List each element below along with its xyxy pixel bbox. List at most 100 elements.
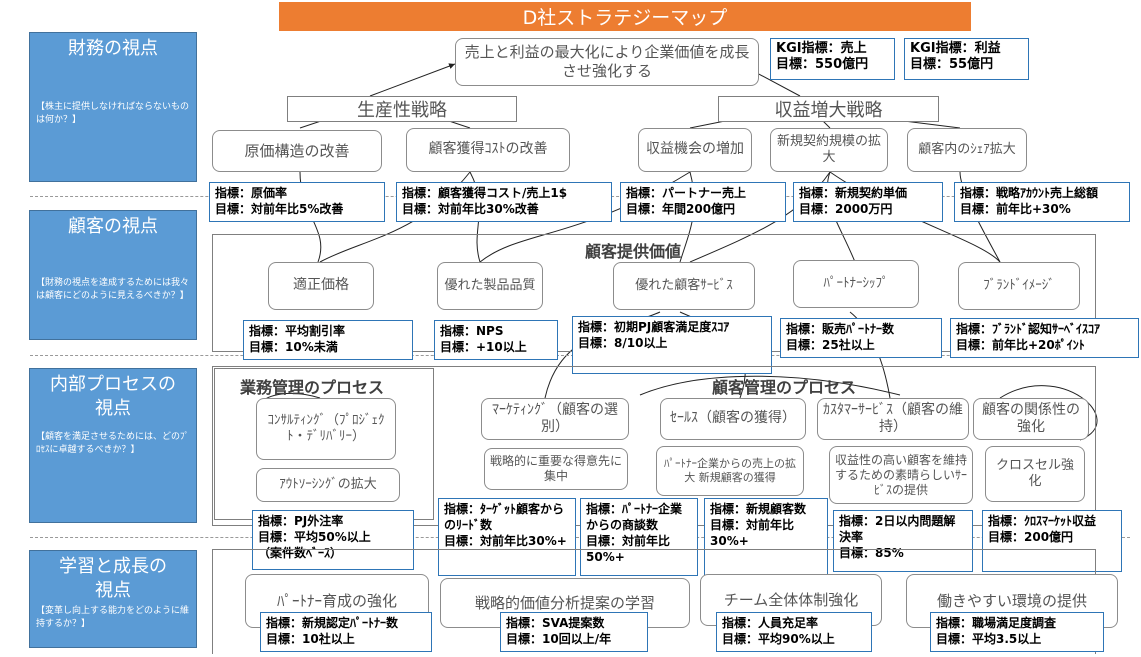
process-item: ｱｳﾄｿｰｼﾝｸﾞの拡大: [256, 468, 400, 502]
strategy-productivity: 生産性戦略: [287, 96, 517, 122]
kpi-indicator: 指標：戦略ｱｶｳﾝﾄ売上総額: [960, 186, 1099, 200]
kpi-box: 指標：PJ外注率 目標：平均50%以上 （案件数ﾍﾞｰｽ）: [252, 510, 414, 570]
kpi-box: 指標：新規認定ﾊﾟｰﾄﾅｰ数 目標：10社以上: [260, 612, 432, 652]
learning-item: 戦略的価値分析提案の学習: [440, 578, 690, 628]
kpi-target: 目標：年間200億円: [626, 202, 736, 216]
kpi-indicator: 指標：PJ外注率: [258, 514, 344, 528]
kgi-box: KGI指標：利益 目標：55億円: [904, 38, 1029, 80]
kpi-target: 目標：対前年比30%+: [444, 534, 567, 548]
kpi-box: 指標：2日以内問題解決率 目標：85%: [833, 510, 973, 572]
kpi-box: 指標：新規契約単価 目標：2000万円: [793, 182, 943, 222]
kpi-target: 目標：200億円: [988, 530, 1074, 544]
kpi-target: 目標：10回以上/年: [506, 632, 612, 646]
kpi-indicator: 指標：販売ﾊﾟｰﾄﾅｰ数: [786, 322, 895, 336]
kpi-target: 目標：対前年比30%改善: [402, 202, 539, 216]
kpi-target: 目標：前年比+30%: [960, 202, 1071, 216]
perspective-financial: 財務の視点 【株主に提供しなければならないものは何か？】: [29, 32, 197, 182]
map-title: D社ストラテジーマップ: [279, 2, 971, 31]
perspective-question: 【財務の視点を達成するためには我々は顧客にどのように見えるべきか？】: [36, 278, 190, 301]
kpi-box: 指標：パートナー売上 目標：年間200億円: [620, 182, 786, 222]
perspective-question: 【変革し向上する能力をどのように維持するか？】: [36, 606, 190, 629]
kpi-indicator: 指標：SVA提案数: [506, 616, 605, 630]
process-head: ﾏｰｹﾃｨﾝｸﾞ（顧客の選別）: [481, 398, 629, 440]
objective: 新規契約規模の拡大: [770, 128, 888, 172]
kpi-indicator: 指標：2日以内問題解決率: [839, 514, 956, 544]
perspective-customer: 顧客の視点 【財務の視点を達成するためには我々は顧客にどのように見えるべきか？】: [29, 210, 197, 340]
perspective-name: 学習と成長の視点: [59, 556, 167, 601]
kgi-target: 目標：550億円: [776, 57, 869, 72]
kpi-box: 指標：戦略ｱｶｳﾝﾄ売上総額 目標：前年比+30%: [954, 182, 1130, 222]
kpi-indicator: 指標：初期PJ顧客満足度ｽｺｱ: [578, 320, 730, 334]
kpi-indicator: 指標：ﾀｰｹﾞｯﾄ顧客からのﾘｰﾄﾞ数: [444, 502, 565, 532]
process-item: ﾊﾟｰﾄﾅｰ企業からの売上の拡大 新規顧客の獲得: [656, 446, 804, 496]
strategy-revenue-growth: 収益増大戦略: [718, 96, 939, 122]
kpi-target: 目標：対前年比5%改善: [215, 202, 344, 216]
kpi-target: 目標：前年比+20ﾎﾟｲﾝﾄ: [956, 338, 1085, 352]
process-head: 顧客の関係性の強化: [973, 398, 1089, 440]
customer-value: 優れた顧客ｻｰﾋﾞｽ: [613, 262, 755, 310]
perspective-name: 財務の視点: [68, 38, 158, 59]
objective: 顧客内のｼｪｱ拡大: [907, 128, 1027, 172]
perspective-question: 【株主に提供しなければならないものは何か？】: [36, 102, 190, 125]
kpi-indicator: 指標：NPS: [440, 324, 504, 338]
kpi-box: 指標：販売ﾊﾟｰﾄﾅｰ数 目標：25社以上: [780, 318, 942, 358]
section-title: 顧客提供価値: [584, 242, 681, 261]
kpi-indicator: 指標：人員充足率: [722, 616, 819, 630]
kpi-box: 指標：職場満足度調査 目標：平均3.5以上: [930, 612, 1104, 652]
kgi-indicator: KGI指標：利益: [910, 41, 1001, 56]
financial-goal: 売上と利益の最大化により企業価値を成長させ強化する: [455, 38, 759, 86]
kpi-indicator: 指標：顧客獲得コスト/売上1$: [402, 186, 568, 200]
kpi-target: 目標：10社以上: [266, 632, 355, 646]
kgi-indicator: KGI指標：売上: [776, 41, 867, 56]
objective: 顧客獲得ｺｽﾄの改善: [406, 128, 570, 172]
kpi-target: 目標：8/10以上: [578, 336, 668, 350]
section-title: 顧客管理のプロセス: [712, 378, 857, 397]
kpi-box: 指標：原価率 目標：対前年比5%改善: [209, 182, 385, 222]
kpi-box: 指標：顧客獲得コスト/売上1$ 目標：対前年比30%改善: [396, 182, 612, 222]
process-head: ｶｽﾀﾏｰｻｰﾋﾞｽ（顧客の維持）: [817, 398, 969, 440]
kpi-indicator: 指標：ﾊﾟｰﾄﾅｰ企業からの商談数: [586, 502, 683, 532]
kpi-target: 目標：2000万円: [799, 202, 893, 216]
process-head: ｾｰﾙｽ（顧客の獲得）: [660, 398, 806, 440]
kpi-box: 指標：ｸﾛｽﾏｰｹｯﾄ収益 目標：200億円: [982, 510, 1122, 572]
kpi-indicator: 指標：新規認定ﾊﾟｰﾄﾅｰ数: [266, 616, 399, 630]
customer-value: ﾌﾞﾗﾝﾄﾞｲﾒｰｼﾞ: [958, 262, 1080, 310]
kpi-box: 指標：平均割引率 目標：10%未満: [243, 320, 413, 360]
kpi-box: 指標：ﾌﾞﾗﾝﾄﾞ認知ｻｰﾍﾞｲｽｺｱ 目標：前年比+20ﾎﾟｲﾝﾄ: [950, 318, 1139, 358]
kpi-target: 目標：平均90%以上: [722, 632, 835, 646]
kpi-box: 指標：人員充足率 目標：平均90%以上: [716, 612, 872, 652]
kpi-target: 目標：対前年比30%+: [710, 518, 795, 548]
kpi-target: 目標：対前年比50%+: [586, 534, 671, 564]
kpi-indicator: 指標：平均割引率: [249, 324, 346, 338]
kpi-indicator: 指標：新規顧客数: [710, 502, 807, 516]
kpi-box: 指標：NPS 目標：+10以上: [434, 320, 558, 360]
process-item: クロスセル強化: [985, 446, 1085, 502]
process-item: 収益性の高い顧客を維持するための素晴らしいｻｰﾋﾞｽの提供: [829, 446, 973, 504]
kpi-target: 目標：25社以上: [786, 338, 875, 352]
kpi-target: 目標：平均3.5以上: [936, 632, 1042, 646]
customer-value: 適正価格: [268, 262, 374, 310]
kpi-indicator: 指標：原価率: [215, 186, 288, 200]
section-title: 業務管理のプロセス: [240, 378, 385, 397]
kpi-indicator: 指標：ﾌﾞﾗﾝﾄﾞ認知ｻｰﾍﾞｲｽｺｱ: [956, 322, 1101, 336]
kgi-box: KGI指標：売上 目標：550億円: [770, 38, 895, 80]
kpi-target: 目標：+10以上: [440, 340, 527, 354]
kgi-target: 目標：55億円: [910, 57, 994, 72]
objective: 原価構造の改善: [212, 130, 382, 172]
kpi-box: 指標：ﾊﾟｰﾄﾅｰ企業からの商談数 目標：対前年比50%+: [580, 498, 698, 576]
process-item: ｺﾝｻﾙﾃｨﾝｸﾞ（ﾌﾟﾛｼﾞｪｸﾄ・ﾃﾞﾘﾊﾞﾘｰ）: [256, 398, 396, 460]
perspective-learning: 学習と成長の視点 【変革し向上する能力をどのように維持するか？】: [29, 550, 197, 648]
kpi-box: 指標：ﾀｰｹﾞｯﾄ顧客からのﾘｰﾄﾞ数 目標：対前年比30%+: [438, 498, 576, 576]
kpi-target: 目標：平均50%以上: [258, 530, 371, 544]
kpi-box: 指標：初期PJ顧客満足度ｽｺｱ 目標：8/10以上: [572, 316, 772, 374]
perspective-internal: 内部プロセスの視点 【顧客を満足させるためには、どのﾌﾟﾛｾｽに卓越するべきか？…: [29, 368, 197, 523]
perspective-name: 顧客の視点: [68, 216, 158, 237]
customer-value: 優れた製品品質: [437, 262, 543, 310]
kpi-indicator: 指標：パートナー売上: [626, 186, 747, 200]
kpi-indicator: 指標：新規契約単価: [799, 186, 908, 200]
perspective-name: 内部プロセスの視点: [50, 374, 176, 419]
kpi-target: 目標：10%未満: [249, 340, 338, 354]
kpi-box: 指標：SVA提案数 目標：10回以上/年: [500, 612, 648, 652]
customer-value: ﾊﾟｰﾄﾅｰｼｯﾌﾟ: [793, 260, 919, 308]
kpi-indicator: 指標：ｸﾛｽﾏｰｹｯﾄ収益: [988, 514, 1097, 528]
